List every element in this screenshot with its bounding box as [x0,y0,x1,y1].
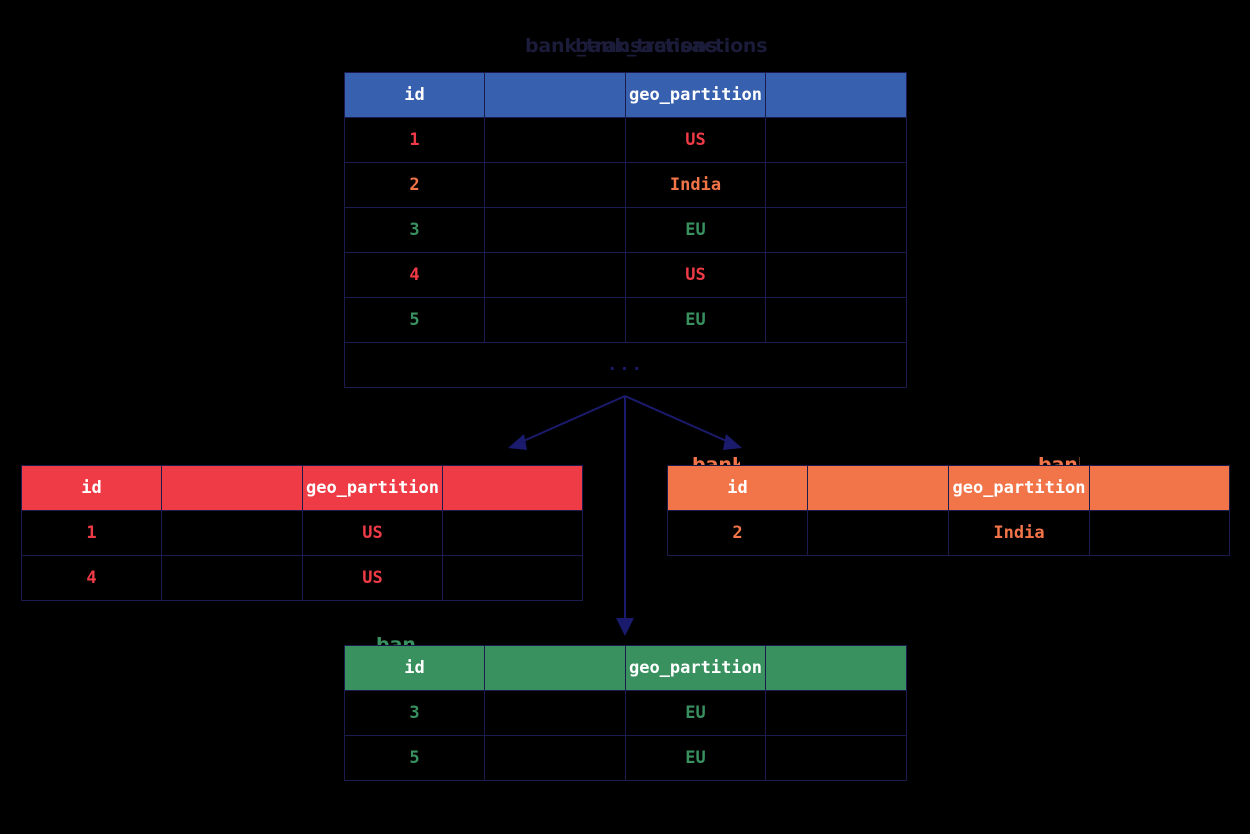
table-row: 2 India [667,510,1230,556]
partition-table-eu: id geo_partition 3 EU 5 EU [344,645,907,781]
cell-geo-partition: EU [625,207,766,253]
cell-geo-partition: US [625,252,766,298]
table-row: 1 US [21,510,583,556]
cell-blank-2 [442,555,583,601]
cell-blank-1 [161,555,303,601]
column-header-blank-2 [765,72,907,118]
cell-id: 1 [21,510,162,556]
arrow-head-to-eu [616,618,634,636]
cell-blank-2 [765,252,907,298]
cell-geo-partition: US [302,510,443,556]
column-header-blank-1 [807,465,949,511]
partition-table-india: id geo_partition 2 India [667,465,1230,556]
partition-table-us: id geo_partition 1 US 4 US [21,465,583,601]
cell-blank-2 [765,117,907,163]
column-header-blank-2 [442,465,583,511]
column-header-geo-partition: geo_partition [625,645,766,691]
column-header-blank-1 [161,465,303,511]
cell-id: 2 [667,510,808,556]
cell-geo-partition: US [302,555,443,601]
cell-blank-1 [484,297,626,343]
cell-id: 4 [344,252,485,298]
cell-geo-partition: EU [625,735,766,781]
cell-blank-2 [765,735,907,781]
source-table-title-front: bank_transactions [575,35,768,57]
partition-table-india-caption-clip: bank_transactions [692,456,740,465]
cell-id: 5 [344,735,485,781]
cell-blank-1 [484,690,626,736]
cell-blank-2 [1089,510,1230,556]
cell-blank-2 [442,510,583,556]
column-header-geo-partition: geo_partition [302,465,443,511]
column-header-geo-partition: geo_partition [948,465,1090,511]
cell-id: 2 [344,162,485,208]
arrow-line-to-india [624,395,732,444]
cell-blank-1 [161,510,303,556]
column-header-geo-partition: geo_partition [625,72,766,118]
partition-table-india-caption-clip-2: bank_transactions [1038,456,1080,465]
cell-geo-partition: India [948,510,1090,556]
cell-geo-partition: EU [625,297,766,343]
column-header-blank-2 [765,645,907,691]
table-row: 5 EU [344,735,907,781]
cell-blank-1 [484,117,626,163]
column-header-blank-1 [484,645,626,691]
cell-blank-1 [484,252,626,298]
cell-blank-1 [807,510,949,556]
cell-blank-2 [765,297,907,343]
cell-blank-1 [484,207,626,253]
table-header-row: id geo_partition [667,465,1230,511]
cell-id: 3 [344,690,485,736]
table-row: 3 EU [344,207,907,253]
cell-geo-partition: US [625,117,766,163]
table-overflow-row: ... [344,342,907,388]
source-table: id geo_partition 1 US 2 India 3 [344,72,907,388]
table-header-row: id geo_partition [21,465,583,511]
cell-blank-2 [765,162,907,208]
cell-id: 1 [344,117,485,163]
table-row: 2 India [344,162,907,208]
arrow-line-to-us [518,395,626,444]
cell-blank-2 [765,207,907,253]
cell-geo-partition: EU [625,690,766,736]
table-header-row: id geo_partition [344,645,907,691]
column-header-blank-1 [484,72,626,118]
column-header-id: id [667,465,808,511]
table-header-row: id geo_partition [344,72,907,118]
column-header-id: id [344,645,485,691]
arrow-head-to-india [723,434,742,450]
cell-id: 4 [21,555,162,601]
cell-id: 5 [344,297,485,343]
table-row: 5 EU [344,297,907,343]
table-row: 4 US [344,252,907,298]
column-header-id: id [344,72,485,118]
cell-id: 3 [344,207,485,253]
partition-table-eu-caption-clip: bank_transactions [376,636,416,645]
column-header-id: id [21,465,162,511]
source-table-title-back: bank_transactions [525,35,718,57]
table-row: 3 EU [344,690,907,736]
cell-geo-partition: India [625,162,766,208]
cell-blank-2 [765,690,907,736]
cell-blank-1 [484,735,626,781]
table-row: 1 US [344,117,907,163]
arrow-head-to-us [508,434,527,450]
table-row: 4 US [21,555,583,601]
cell-blank-1 [484,162,626,208]
ellipsis-cell: ... [344,342,907,388]
column-header-blank-2 [1089,465,1230,511]
